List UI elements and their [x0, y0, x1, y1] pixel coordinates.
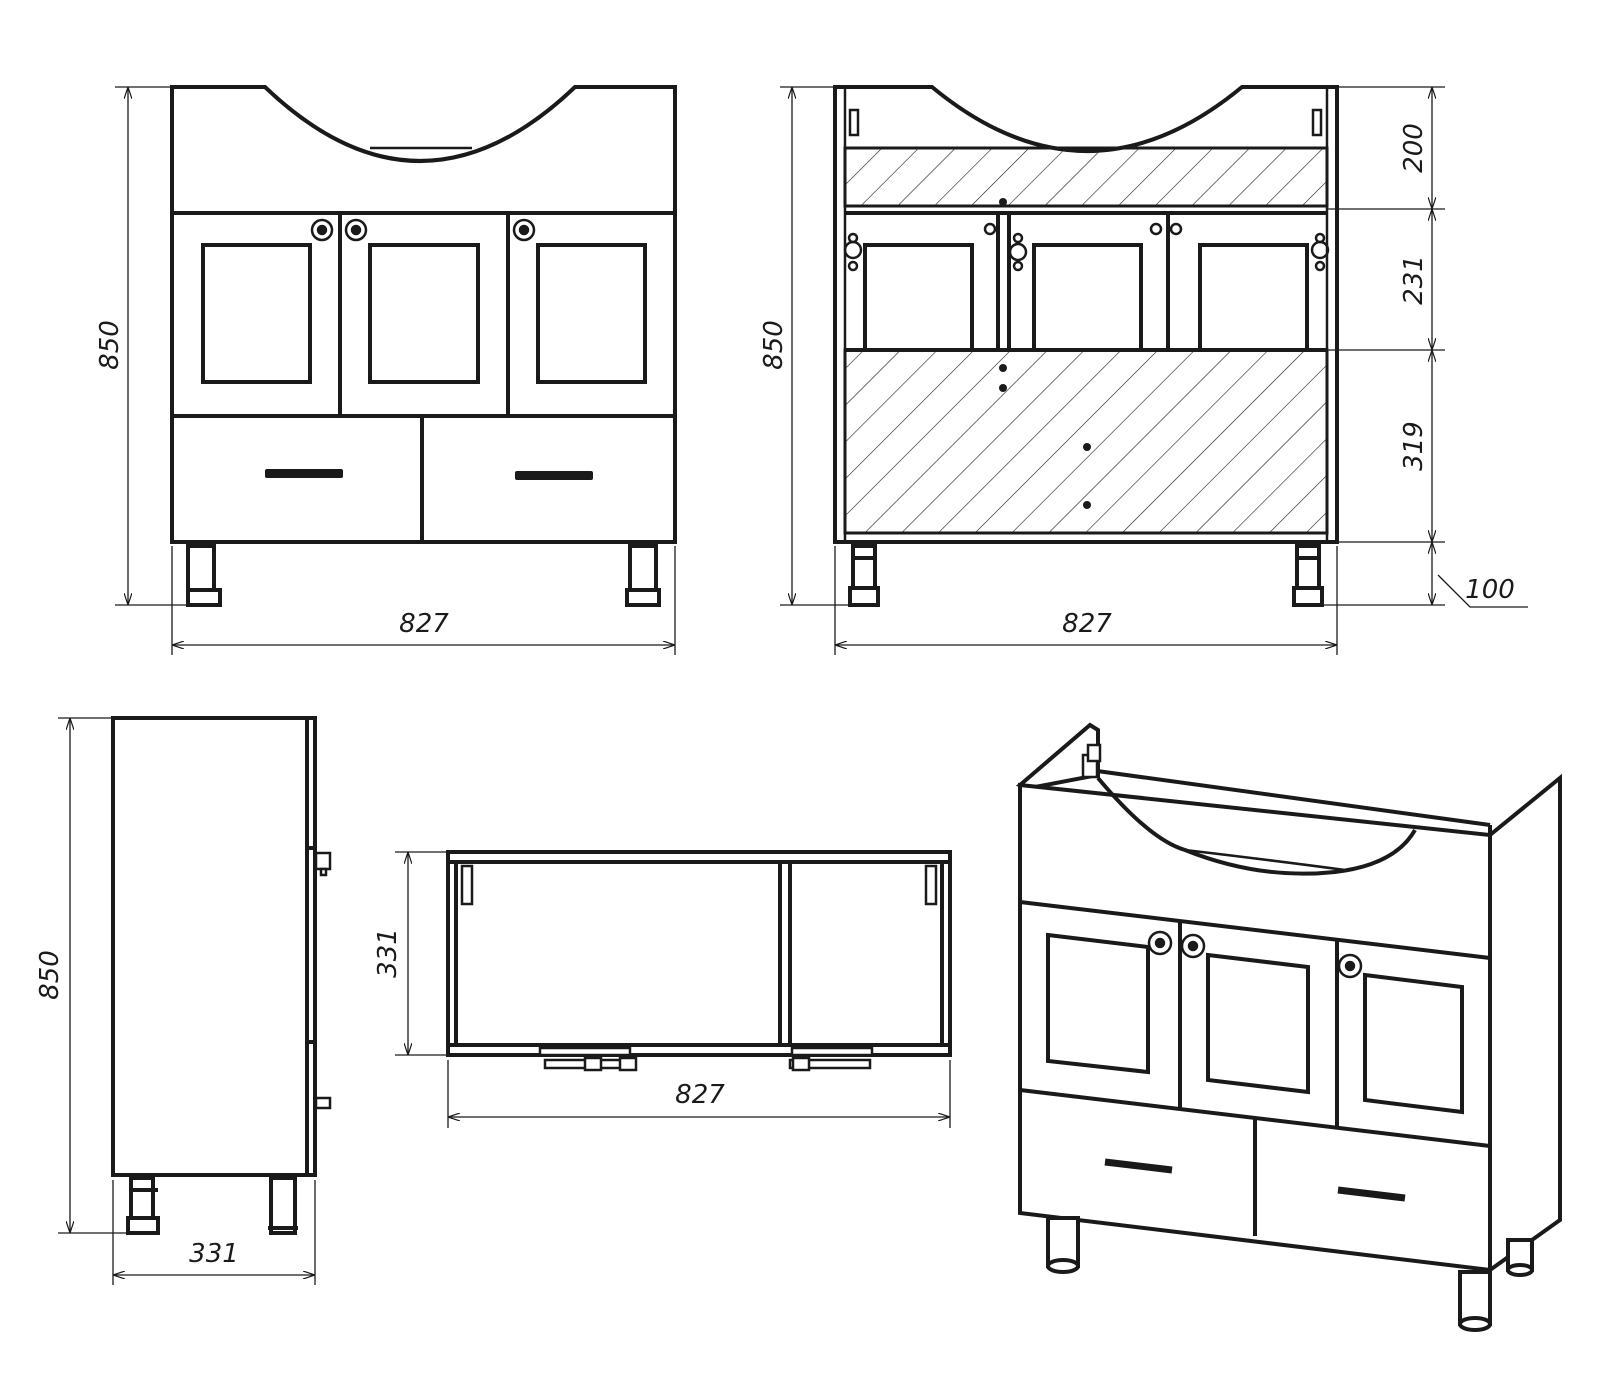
top-width-label: 827: [675, 1080, 725, 1110]
side-view: 850 331: [35, 716, 332, 1285]
iso-legs: [1046, 1216, 1534, 1332]
cabinet-body: [170, 85, 677, 544]
hatched-upper-panel: [843, 146, 1329, 208]
section-leg-label: 100: [1465, 575, 1515, 605]
section-height-label: 850: [759, 320, 789, 370]
section-middle-label: 231: [1399, 255, 1429, 305]
top-view: 331 827: [373, 850, 952, 1128]
section-dimensions: [780, 86, 1528, 655]
front-width-label: 827: [399, 609, 449, 639]
knob-icon: [314, 851, 332, 871]
knob-icon: [310, 218, 334, 242]
side-legs: [126, 1176, 298, 1235]
section-legs: [848, 544, 1324, 607]
section-door-frames: [863, 213, 1309, 352]
iso-knobs: [1147, 930, 1363, 979]
side-knobs: [314, 851, 332, 1110]
top-dimensions: [395, 851, 951, 1128]
mounting-clips: [848, 108, 1323, 137]
iso-carcass: [1015, 722, 1562, 1274]
section-dots: [999, 198, 1091, 509]
section-width-label: 827: [1062, 609, 1112, 639]
section-lower-label: 319: [1399, 421, 1429, 471]
isometric-view: [1015, 722, 1562, 1332]
side-body: [111, 716, 317, 1177]
side-dimensions: [58, 717, 316, 1285]
top-depth-label: 331: [373, 928, 403, 978]
knob-icon: [314, 1096, 332, 1110]
section-view: 850 827 200 231 319 100: [759, 85, 1528, 655]
legs: [186, 544, 661, 607]
iso-drawer-handles: [1104, 1158, 1406, 1202]
door-knobs: [310, 218, 536, 242]
top-clips: [460, 864, 938, 906]
section-top-label: 200: [1399, 123, 1429, 173]
iso-fronts: [1019, 900, 1491, 1236]
knob-icon: [1180, 933, 1206, 959]
hinge-icon: [1008, 242, 1028, 262]
knob-icon: [1337, 953, 1363, 979]
side-depth-label: 331: [189, 1239, 239, 1269]
front-dimensions: [115, 86, 676, 655]
drawer-handles: [265, 469, 593, 480]
iso-clip: [1081, 743, 1102, 779]
iso-door-panels: [1046, 932, 1464, 1115]
knob-icon: [1147, 930, 1173, 956]
hinge-icons: [843, 222, 1330, 272]
side-height-label: 850: [35, 950, 65, 1000]
door-panels: [201, 243, 647, 384]
knob-icon: [512, 218, 536, 242]
top-frame: [446, 850, 952, 1057]
iso-basin: [1096, 776, 1417, 876]
front-height-label: 850: [95, 320, 125, 370]
front-view: 850 827: [95, 85, 677, 655]
knob-icon: [344, 218, 368, 242]
top-handles: [538, 1046, 874, 1072]
